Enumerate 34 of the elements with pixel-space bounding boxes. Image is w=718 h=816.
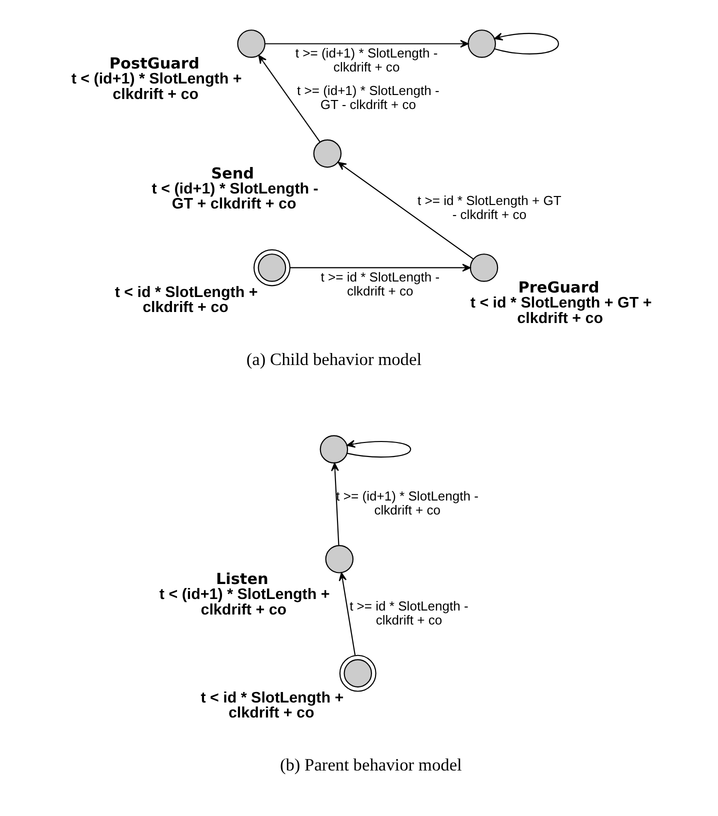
- arrow: [346, 440, 411, 458]
- node-label: Listen: [215, 570, 268, 588]
- node-label: Send: [210, 164, 254, 182]
- edge-label: t >= id * SlotLength - clkdrift + co: [349, 598, 468, 628]
- node-label: t < id * SlotLength + clkdrift + co: [114, 284, 258, 316]
- node-label: t < id * SlotLength + GT + clkdrift + co: [470, 294, 652, 327]
- arrow: [494, 32, 559, 54]
- node-label: t < (id+1) * SlotLength - GT + clkdrift + co: [151, 180, 318, 213]
- arrow: [337, 162, 474, 260]
- edge-label: t >= (id+1) * SlotLength - clkdrift + co: [294, 45, 438, 75]
- arrow: [290, 264, 470, 272]
- node-circle: [236, 30, 265, 58]
- node-label: t < (id+1) * SlotLength + clkdrift + co: [70, 70, 242, 103]
- label: (a) Child behavior model: [246, 350, 422, 369]
- arrow: [330, 462, 339, 546]
- node-label: t < id * SlotLength + clkdrift + co: [200, 689, 344, 722]
- label: (b) Parent behavior model: [279, 755, 462, 774]
- arrow: [264, 40, 468, 48]
- node-circle: [312, 139, 342, 168]
- node-circle: [338, 654, 376, 692]
- node-circle: [324, 545, 354, 574]
- node-label: PreGuard: [518, 278, 599, 296]
- node-circle: [467, 30, 496, 58]
- node-circle: [319, 435, 348, 464]
- node-label: t < (id+1) * SlotLength + clkdrift + co: [158, 586, 330, 618]
- edge-label: t >= id * SlotLength - clkdrift + co: [320, 269, 440, 299]
- edge-label: t >= id * SlotLength + GT - clkdrift + co: [417, 192, 561, 222]
- edge-label: t >= (id+1) * SlotLength - clkdrift + co: [336, 488, 478, 518]
- edge-label: t >= (id+1) * SlotLength - GT - clkdrift + co: [296, 82, 439, 112]
- node-circle: [252, 249, 290, 286]
- arrow: [338, 572, 356, 656]
- node-label: PostGuard: [108, 54, 199, 72]
- arrow: [258, 54, 320, 142]
- node-circle: [469, 254, 498, 282]
